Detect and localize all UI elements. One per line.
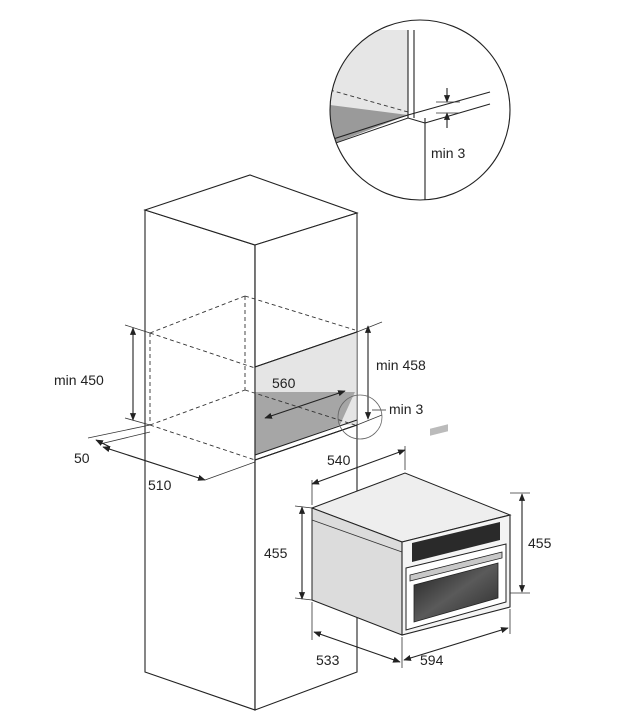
oven-window xyxy=(413,562,499,623)
detail-callout-circle xyxy=(337,394,383,440)
niche-depth-label: 510 xyxy=(148,477,172,493)
detail-magnifier: min 3 xyxy=(329,19,511,201)
oven-depth-top-label: 540 xyxy=(327,452,351,468)
cabinet-dimensions: min 450 min 458 560 min 3 50 510 xyxy=(54,321,426,493)
oven-dimensions: 540 455 455 533 594 xyxy=(264,446,552,668)
oven-handle xyxy=(409,551,503,582)
gap-label: min 3 xyxy=(389,401,423,417)
oven-height-right-label: 455 xyxy=(528,535,552,551)
tall-cabinet xyxy=(143,174,359,711)
niche-back-shadow xyxy=(255,332,357,425)
cabinet-left-side xyxy=(144,209,256,711)
niche-height-label: min 450 xyxy=(54,372,104,388)
oven xyxy=(310,424,512,636)
oven-depth-bottom-label: 533 xyxy=(316,652,340,668)
front-offset-label: 50 xyxy=(74,450,90,466)
oven-control-panel xyxy=(412,522,500,562)
niche-width-label: 560 xyxy=(272,375,296,391)
detail-gap-label: min 3 xyxy=(431,145,465,161)
oven-display xyxy=(430,424,448,436)
oven-width-label: 594 xyxy=(420,652,444,668)
oven-height-left-label: 455 xyxy=(264,545,288,561)
opening-height-label: min 458 xyxy=(376,357,426,373)
